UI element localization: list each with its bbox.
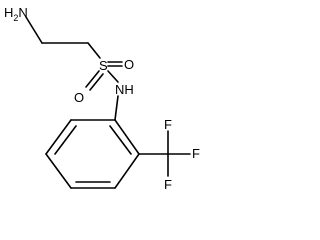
ring-double-1 (54, 125, 77, 155)
bond-s-o-bottom-b (89, 73, 104, 91)
ring-bond-6 (114, 119, 140, 155)
bond-nh-ring (114, 95, 119, 121)
ring-double-3 (109, 125, 132, 155)
fluorine-top-label: F (164, 117, 172, 132)
bond-s-o-bottom-a (85, 70, 100, 88)
fluorine-right-label: F (192, 146, 200, 161)
ring-bond-2 (45, 119, 72, 155)
ring-bond-5 (114, 153, 140, 189)
fluorine-bottom-label: F (164, 177, 172, 192)
ring-bond-3 (45, 153, 72, 189)
bond-c2-s (87, 42, 101, 59)
amine-label: H2N (4, 5, 28, 23)
bond-s-nh (107, 70, 119, 83)
sulfur-label: S (99, 58, 108, 73)
oxygen-bottom-label: O (74, 90, 84, 105)
oxygen-top-label: O (124, 57, 134, 72)
nh-label: NH (115, 82, 134, 97)
structure-diagram: H2N S O O NH F F F (4, 5, 200, 192)
bond-n-c1 (25, 16, 43, 44)
